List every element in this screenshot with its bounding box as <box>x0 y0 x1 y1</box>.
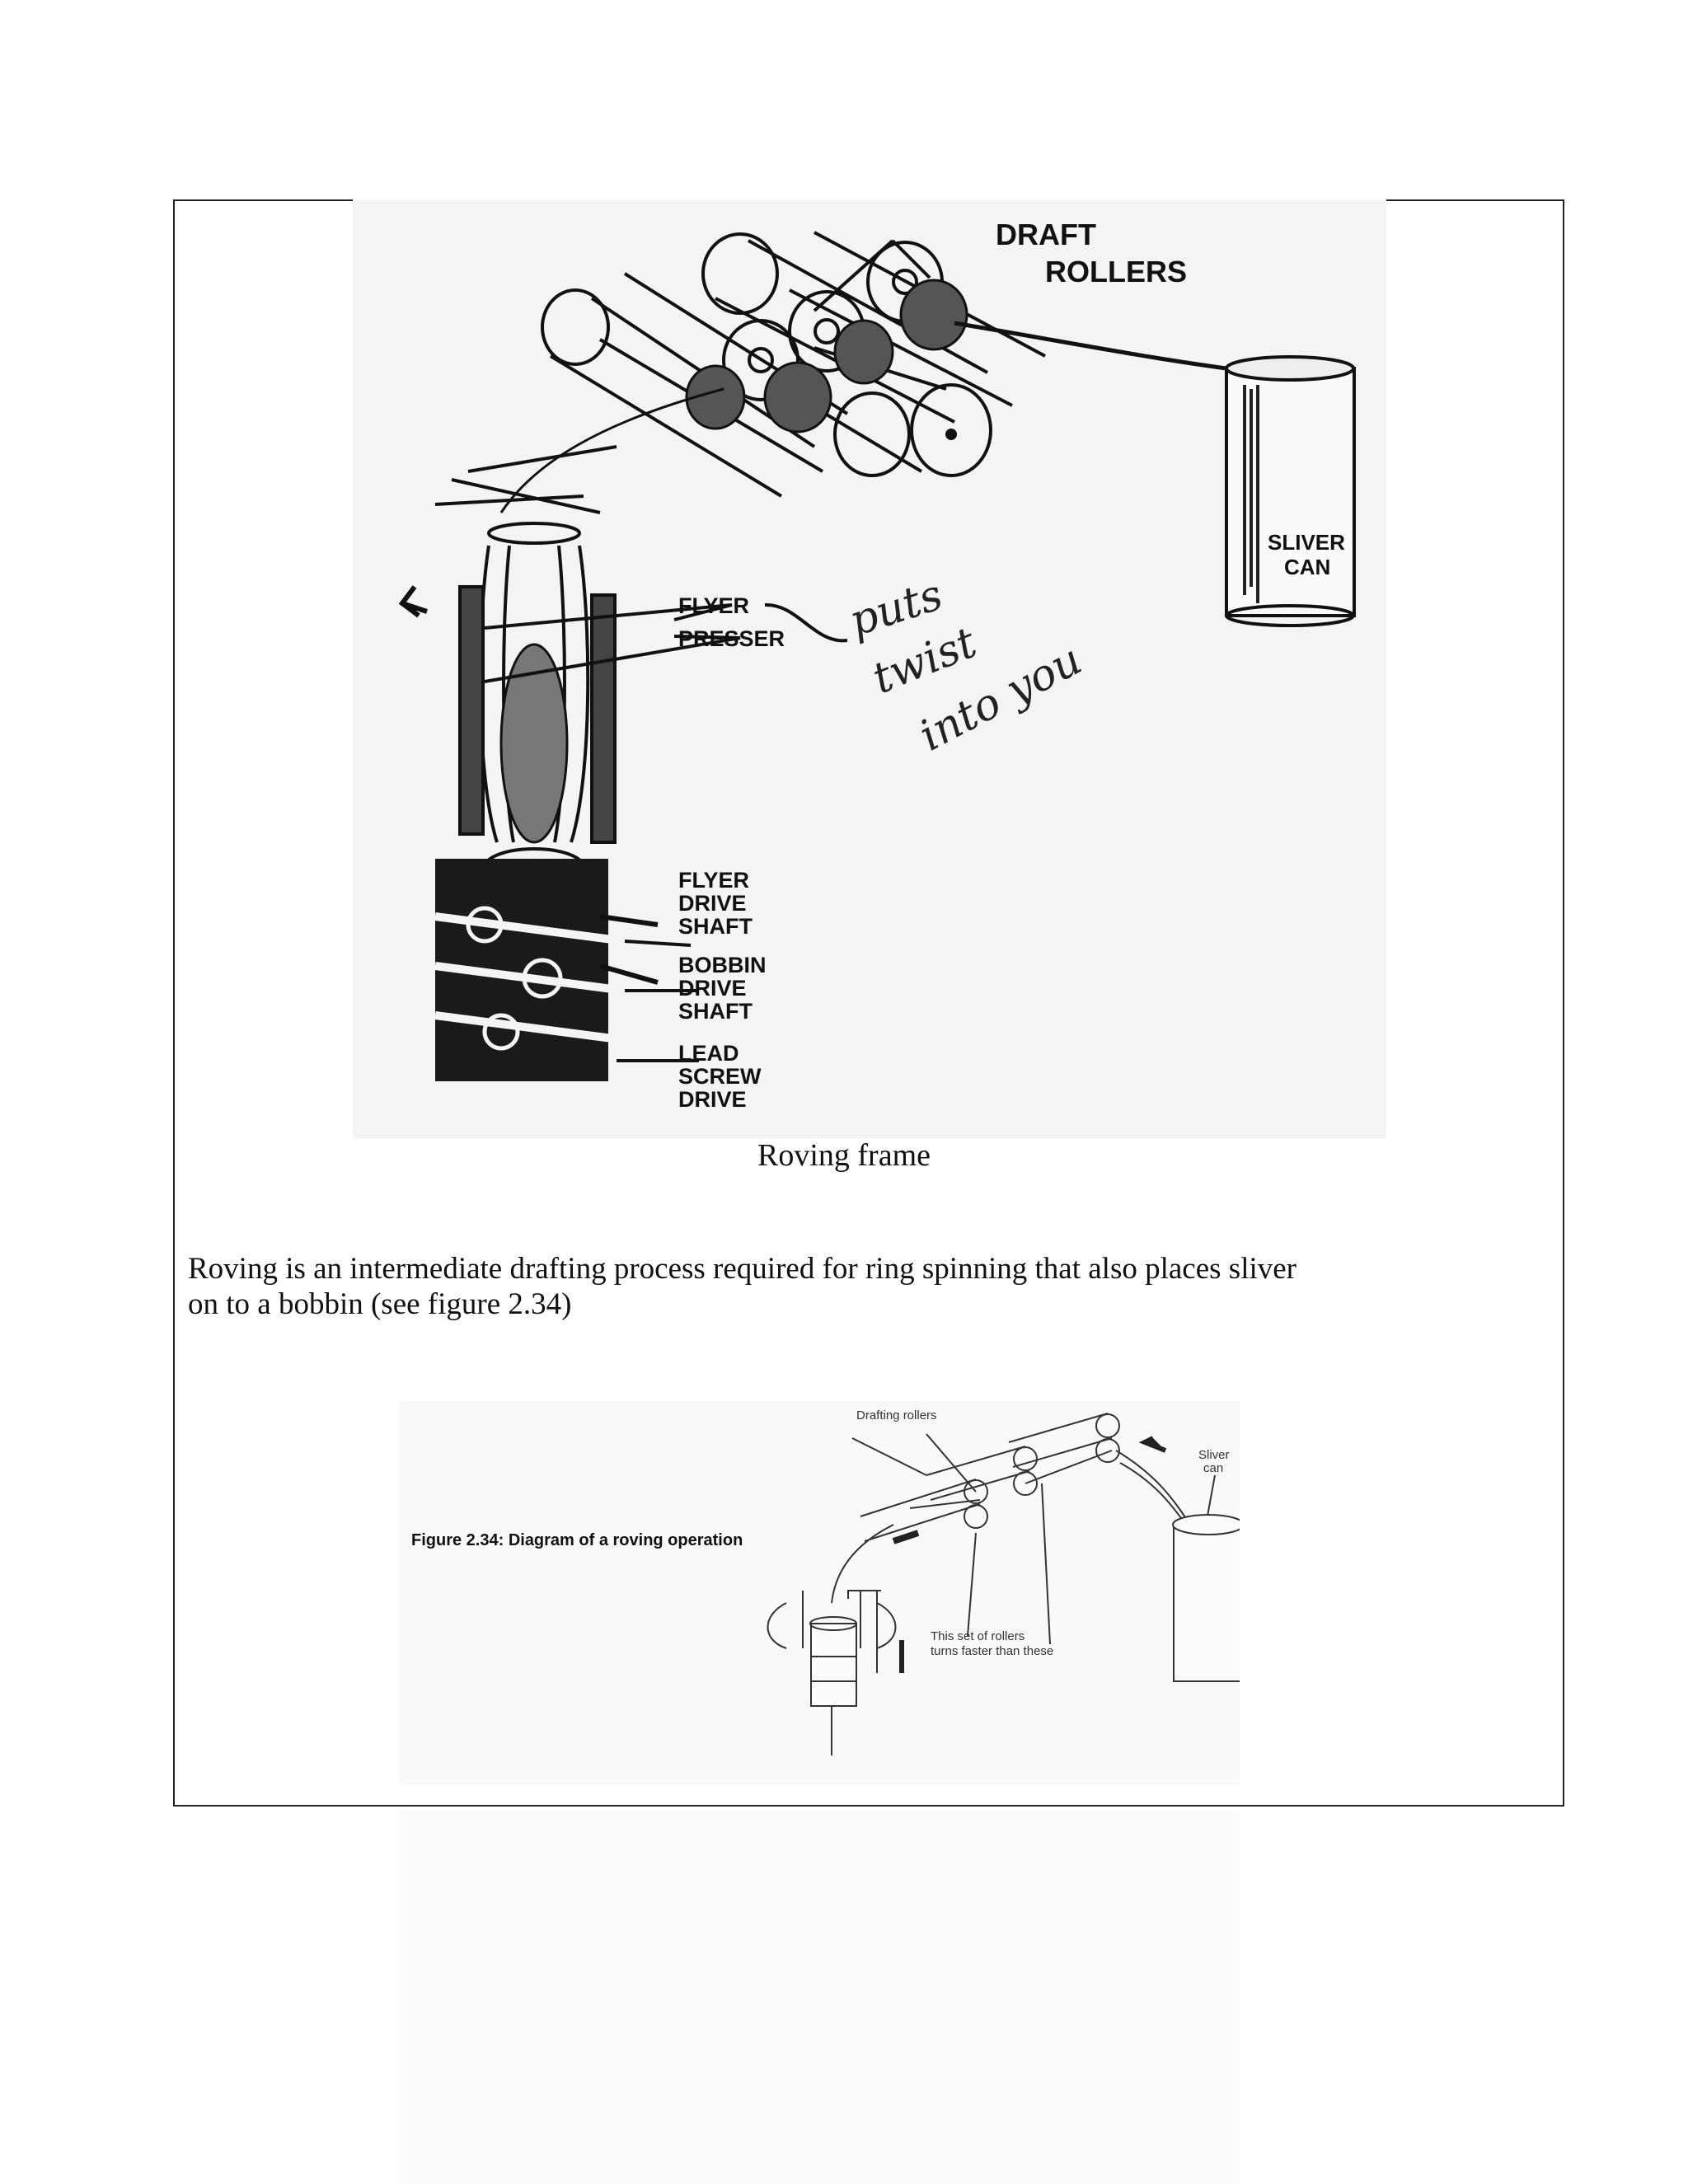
draft-label: DRAFT <box>996 218 1096 251</box>
roving-operation-drawing: Figure 2.34: Diagram of a roving operati… <box>399 1401 1240 1784</box>
svg-text:DRIVE: DRIVE <box>678 976 747 1001</box>
handwritten-note: puts twist into you <box>843 570 1090 762</box>
can-label: CAN <box>1284 555 1330 579</box>
rollers-note-line-1: This set of rollers <box>931 1629 1025 1643</box>
roving-operation-diagram: Figure 2.34: Diagram of a roving operati… <box>399 1401 1240 1784</box>
paragraph-line-2: on to a bobbin (see figure 2.34) <box>188 1286 1424 1322</box>
figure-2-34-title: Figure 2.34: Diagram of a roving operati… <box>411 1531 743 1549</box>
sliver-label: SLIVER <box>1268 530 1345 555</box>
svg-text:LEAD: LEAD <box>678 1041 739 1066</box>
sliver-can-label-line-1: Sliver <box>1198 1448 1230 1462</box>
rollers-note-line-2: turns faster than these <box>931 1644 1053 1658</box>
svg-text:SCREW: SCREW <box>678 1064 762 1089</box>
page-shading <box>399 1809 1240 2184</box>
sliver-can-label-line-2: can <box>1203 1461 1223 1475</box>
flyer-label: FLYER <box>678 593 749 618</box>
bobbin-drive-shaft-label: BOBBIN DRIVE SHAFT <box>678 953 767 1024</box>
svg-text:DRIVE: DRIVE <box>678 891 747 916</box>
sliver-can-graphic: SLIVER CAN <box>1226 357 1354 626</box>
presser-label: PRESSER <box>678 626 785 651</box>
svg-text:SHAFT: SHAFT <box>678 999 753 1024</box>
svg-text:DRIVE: DRIVE <box>678 1087 747 1112</box>
rollers-label: ROLLERS <box>1045 255 1187 288</box>
paragraph-line-1: Roving is an intermediate drafting proce… <box>188 1251 1424 1286</box>
roving-frame-illustration: SLIVER CAN <box>353 199 1386 1139</box>
drafting-rollers-label: Drafting rollers <box>856 1408 937 1422</box>
sliver-can-graphic-small <box>1173 1515 1240 1681</box>
body-paragraph: Roving is an intermediate drafting proce… <box>188 1251 1424 1322</box>
lead-screw-drive-label: LEAD SCREW DRIVE <box>678 1041 762 1112</box>
roving-frame-drawing: SLIVER CAN <box>353 199 1386 1139</box>
bobbin-graphic <box>768 1591 896 1755</box>
flyer-drive-shaft-label: FLYER DRIVE SHAFT <box>678 868 753 939</box>
svg-text:FLYER: FLYER <box>678 868 749 893</box>
drive-gears-graphic <box>435 859 658 1081</box>
figure-caption: Roving frame <box>0 1137 1688 1174</box>
svg-text:SHAFT: SHAFT <box>678 914 753 939</box>
svg-text:BOBBIN: BOBBIN <box>678 953 767 977</box>
